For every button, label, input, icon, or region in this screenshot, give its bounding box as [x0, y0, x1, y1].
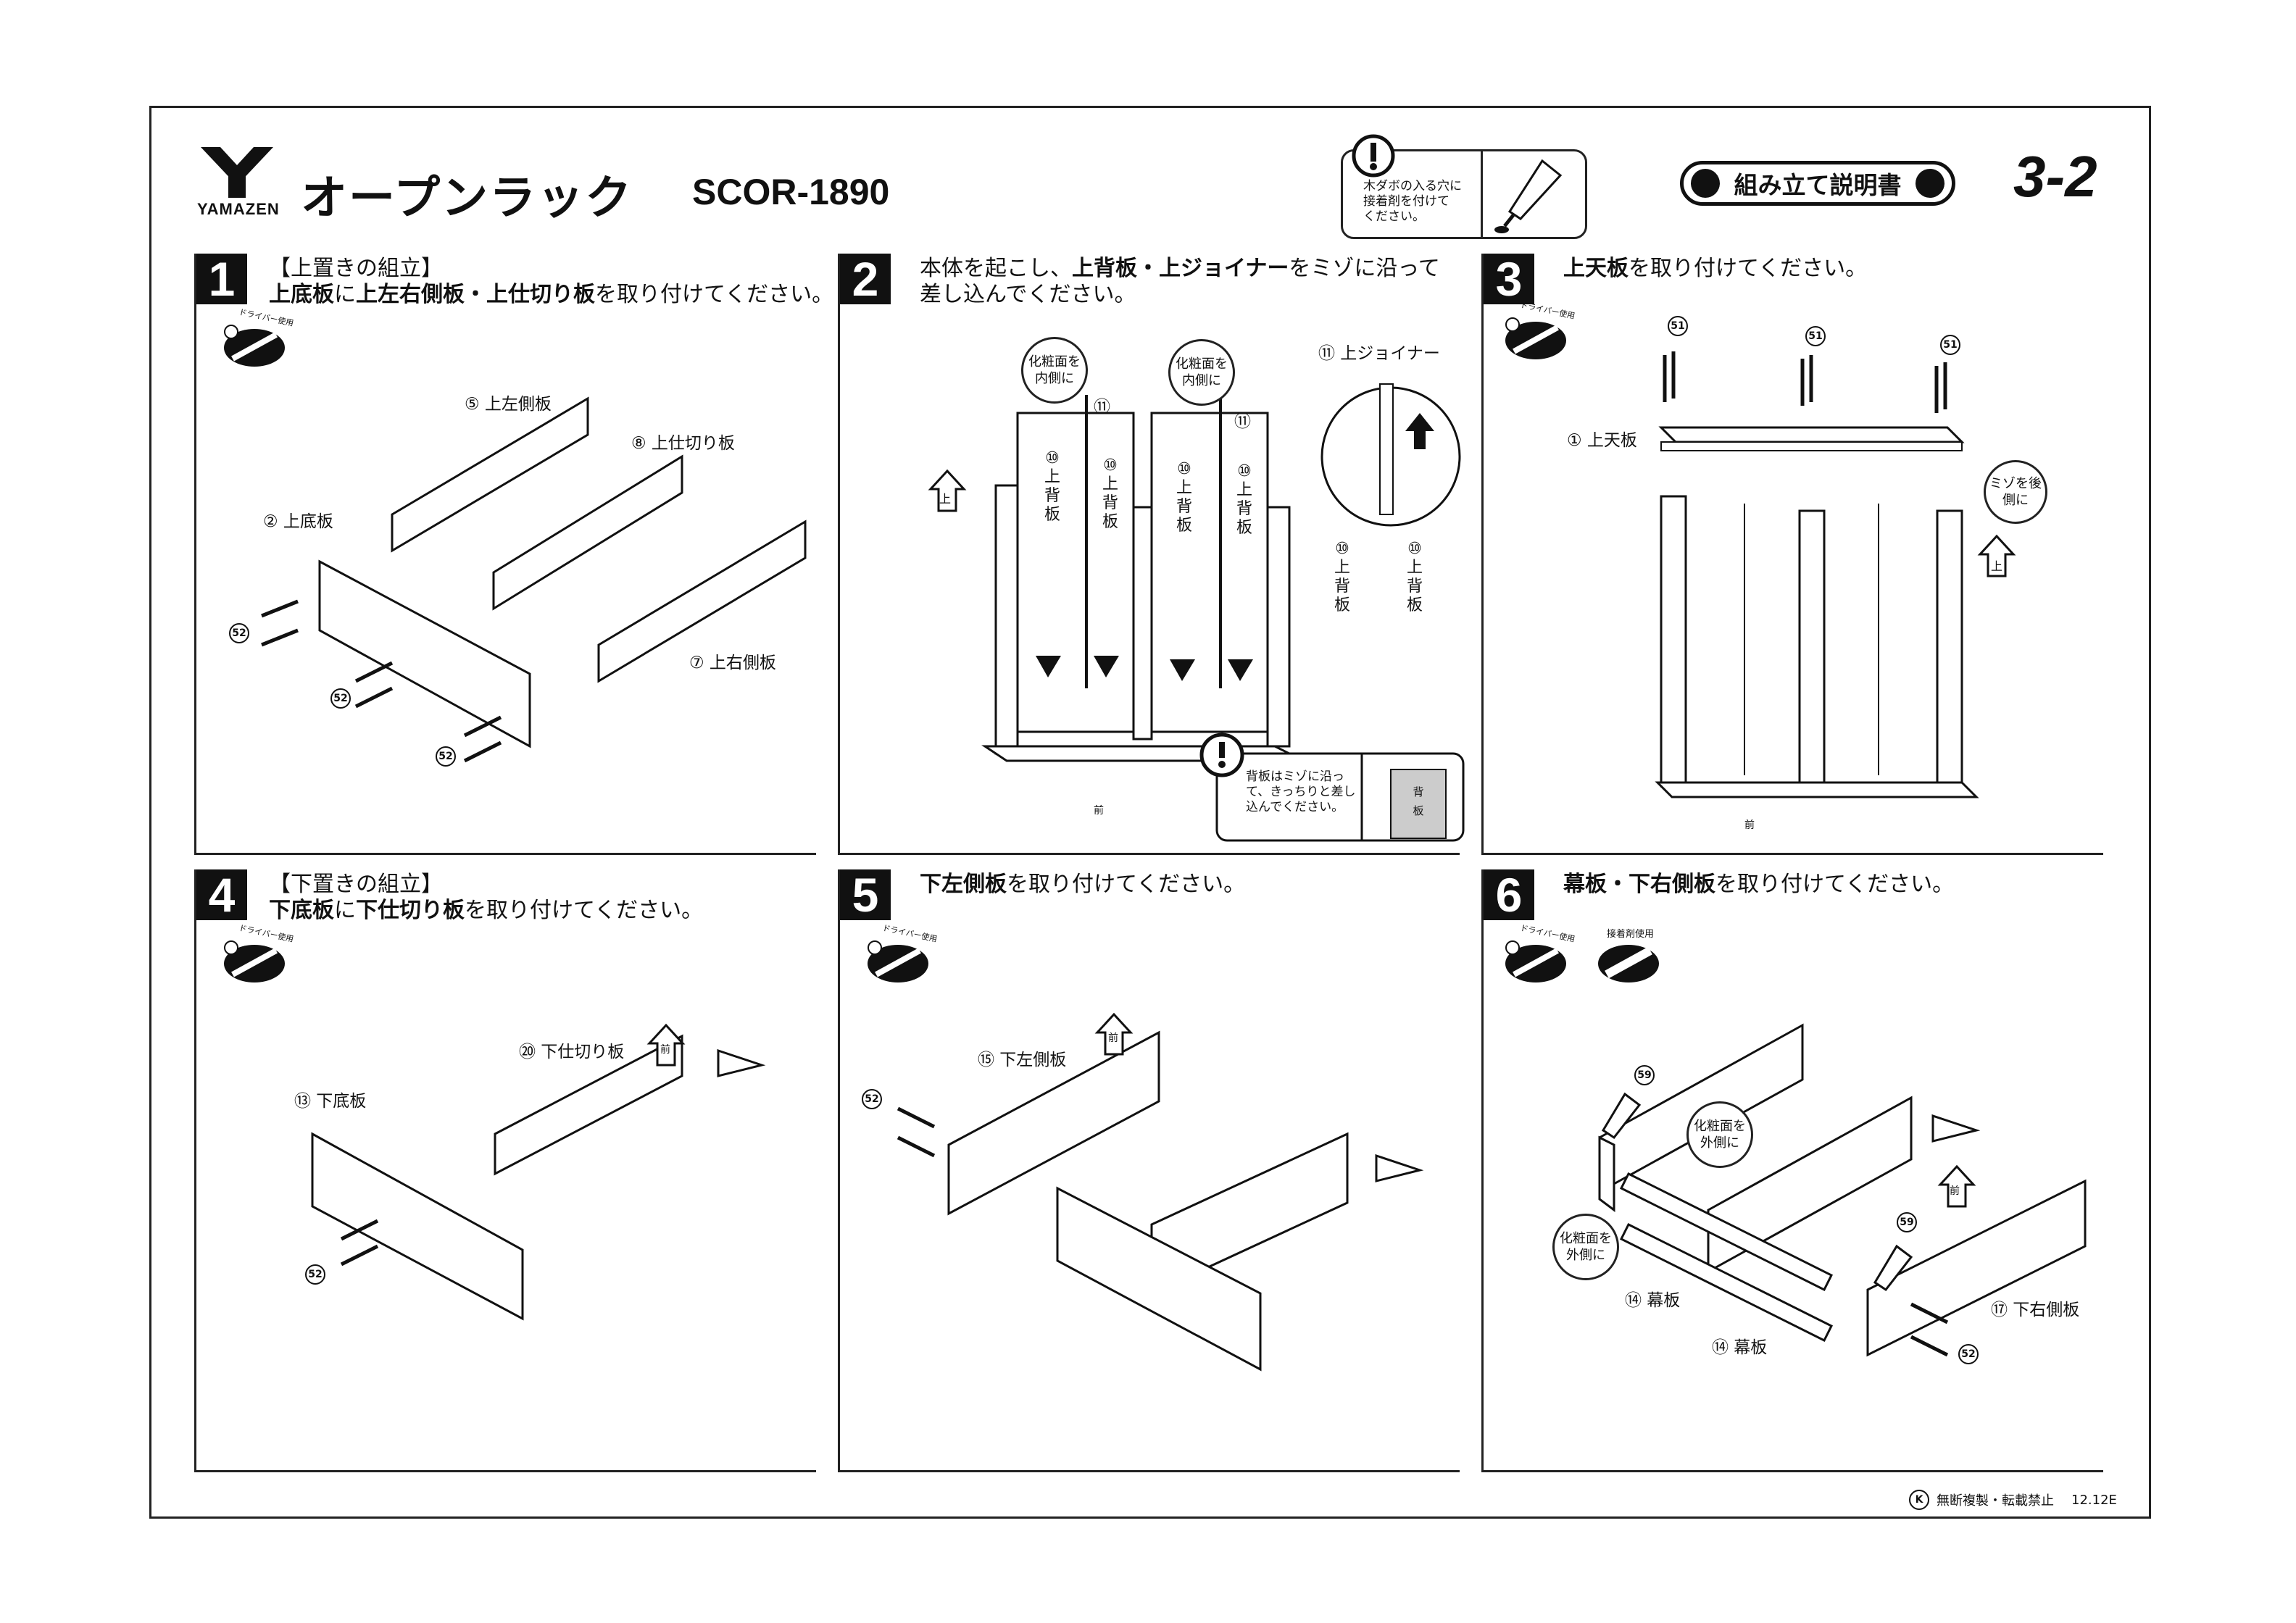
step-2-diagram [928, 383, 1465, 842]
up-arrow-label: 上 [939, 492, 952, 506]
back-board-label: ⑩ 上背板 [1044, 449, 1060, 524]
step-5-diagram [897, 1012, 1424, 1372]
screwdriver-icon: ドライバー使用 [1500, 300, 1576, 359]
step-instruction-line-1: 本体を起こし、上背板・上ジョイナーをミゾに沿って [920, 256, 1440, 281]
page-number: 3-2 [2013, 144, 2097, 209]
glue-icon: 接着剤使用 [1592, 929, 1665, 982]
back-board-label: ⑩ 上背板 [1102, 456, 1118, 531]
step-instruction-line-2: 上底板に上左右側板・上仕切り板を取り付けてください。 [269, 282, 834, 307]
warning-icon [1352, 134, 1395, 178]
step-number: 5 [840, 868, 891, 922]
step-instruction-line-1: 【下置きの組立】 [269, 872, 443, 897]
step-1-diagram [261, 396, 807, 763]
screw-number: 52 [436, 746, 456, 767]
part-label: ⑳ 下仕切り板 [519, 1043, 625, 1061]
step-6-diagram [1598, 1023, 2087, 1357]
copyright-mark: K [1909, 1490, 1929, 1510]
detail-label-right: ⑩ 上背板 [1406, 540, 1423, 614]
step-instruction-line-1: 【上置きの組立】 [269, 256, 443, 281]
yamazen-logo: YAMAZEN [197, 143, 280, 218]
part-number: ⑪ [1234, 412, 1251, 431]
detail-label-left: ⑩ 上背板 [1334, 540, 1350, 614]
screw-number: 51 [1805, 326, 1826, 346]
screw-number: 51 [1940, 335, 1960, 355]
up-arrow-label: 上 [1991, 559, 2003, 573]
face-inward-callout: 化粧面を内側に [1021, 337, 1088, 404]
model-number: SCOR-1890 [692, 172, 890, 212]
step-instruction-line-1: 上天板を取り付けてください。 [1563, 256, 1868, 281]
front-arrow-label: 前 [1744, 819, 1755, 831]
screwdriver-icon: ドライバー使用 [218, 307, 294, 367]
screw-number: 52 [330, 688, 351, 709]
step-instruction-line-1: 下左側板を取り付けてください。 [920, 872, 1246, 897]
part-label: ⑮ 下左側板 [978, 1051, 1067, 1069]
joiner-label: ⑪ 上ジョイナー [1318, 344, 1440, 363]
brand-name: YAMAZEN [197, 200, 280, 218]
step-1-panel: 1 【上置きの組立】 上底板に上左右側板・上仕切り板を取り付けてください。 ドラ… [194, 252, 833, 855]
glue-notice: 木ダボの入る穴に 接着剤を付けて ください。 [1341, 134, 1587, 239]
part-number: ⑪ [1094, 398, 1110, 417]
step-3-panel: 3 上天板を取り付けてください。 ドライバー使用 ① 上天板 51 51 51 … [1481, 252, 2103, 855]
step-5-panel: 5 下左側板を取り付けてください。 ドライバー使用 ⑮ 下左側板 52 前 [838, 868, 1460, 1472]
step-number: 1 [196, 252, 247, 306]
manual-badge: 組み立て説明書 [1680, 161, 1955, 206]
step-3-diagram [1655, 351, 2016, 798]
glue-number: 59 [1634, 1065, 1655, 1085]
slot-note: 背板はミゾに沿って、きっちりと差し込んでください。 [1246, 769, 1356, 814]
step-instruction-line-1: 幕板・下右側板を取り付けてください。 [1563, 872, 1955, 897]
copyright-text: 無断複製・転載禁止 [1937, 1493, 2054, 1509]
step-number: 4 [196, 868, 247, 922]
footer: K 無断複製・転載禁止 12.12E [1909, 1490, 2117, 1510]
manual-label: 組み立て説明書 [1734, 171, 1902, 199]
screw-number: 52 [1958, 1344, 1979, 1364]
back-board-label: ⑩ 上背板 [1176, 460, 1192, 535]
part-label: ⑭ 幕板 [1625, 1291, 1681, 1310]
front-arrow-label: 前 [660, 1044, 670, 1056]
page-frame [149, 106, 2151, 1519]
detail-board-label: 背板 [1413, 785, 1424, 817]
part-label: ⑬ 下底板 [294, 1092, 367, 1111]
front-arrow-label: 前 [1094, 805, 1104, 817]
part-label: ② 上底板 [263, 512, 333, 531]
step-number: 3 [1484, 252, 1534, 306]
face-outward-callout: 化粧面を外側に [1686, 1101, 1753, 1168]
notice-text: 木ダボの入る穴に 接着剤を付けて ください。 [1363, 179, 1462, 224]
screwdriver-icon: ドライバー使用 [218, 923, 294, 982]
step-instruction-line-2: 下底板に下仕切り板を取り付けてください。 [269, 898, 704, 923]
step-4-panel: 4 【下置きの組立】 下底板に下仕切り板を取り付けてください。 ドライバー使用 … [194, 868, 816, 1472]
step-2-panel: 2 本体を起こし、上背板・上ジョイナーをミゾに沿って 差し込んでください。 化粧… [838, 252, 1465, 855]
step-number: 6 [1484, 868, 1534, 922]
step-4-diagram [311, 1023, 766, 1321]
product-title: オープンラック [301, 172, 633, 225]
part-label: ⑤ 上左側板 [465, 395, 552, 414]
groove-back-callout: ミゾを後側に [1984, 460, 2047, 524]
screw-number: 52 [229, 623, 249, 643]
glue-tube-icon [1492, 157, 1578, 237]
screw-number: 51 [1668, 316, 1688, 336]
front-arrow-label: 前 [1108, 1032, 1118, 1044]
document-code: 12.12E [2071, 1492, 2117, 1508]
face-inward-callout: 化粧面を内側に [1168, 339, 1235, 406]
step-instruction-line-2: 差し込んでください。 [920, 282, 1136, 307]
screw-number: 52 [305, 1264, 325, 1285]
screwdriver-icon: ドライバー使用 [862, 923, 938, 982]
part-label: ⑦ 上右側板 [689, 654, 776, 672]
screwdriver-icon: ドライバー使用 [1500, 923, 1576, 982]
face-outward-callout: 化粧面を外側に [1552, 1214, 1619, 1280]
glue-number: 59 [1897, 1212, 1917, 1232]
step-number: 2 [840, 252, 891, 306]
part-label: ⑰ 下右側板 [1991, 1301, 2080, 1319]
part-label: ⑧ 上仕切り板 [631, 434, 735, 453]
front-arrow-label: 前 [1950, 1185, 1960, 1197]
back-board-label: ⑩ 上背板 [1236, 462, 1252, 537]
screw-number: 52 [862, 1089, 882, 1109]
step-6-panel: 6 幕板・下右側板を取り付けてください。 ドライバー使用 接着剤使用 59 59… [1481, 868, 2103, 1472]
part-label: ① 上天板 [1567, 431, 1637, 450]
part-label: ⑭ 幕板 [1712, 1338, 1768, 1357]
